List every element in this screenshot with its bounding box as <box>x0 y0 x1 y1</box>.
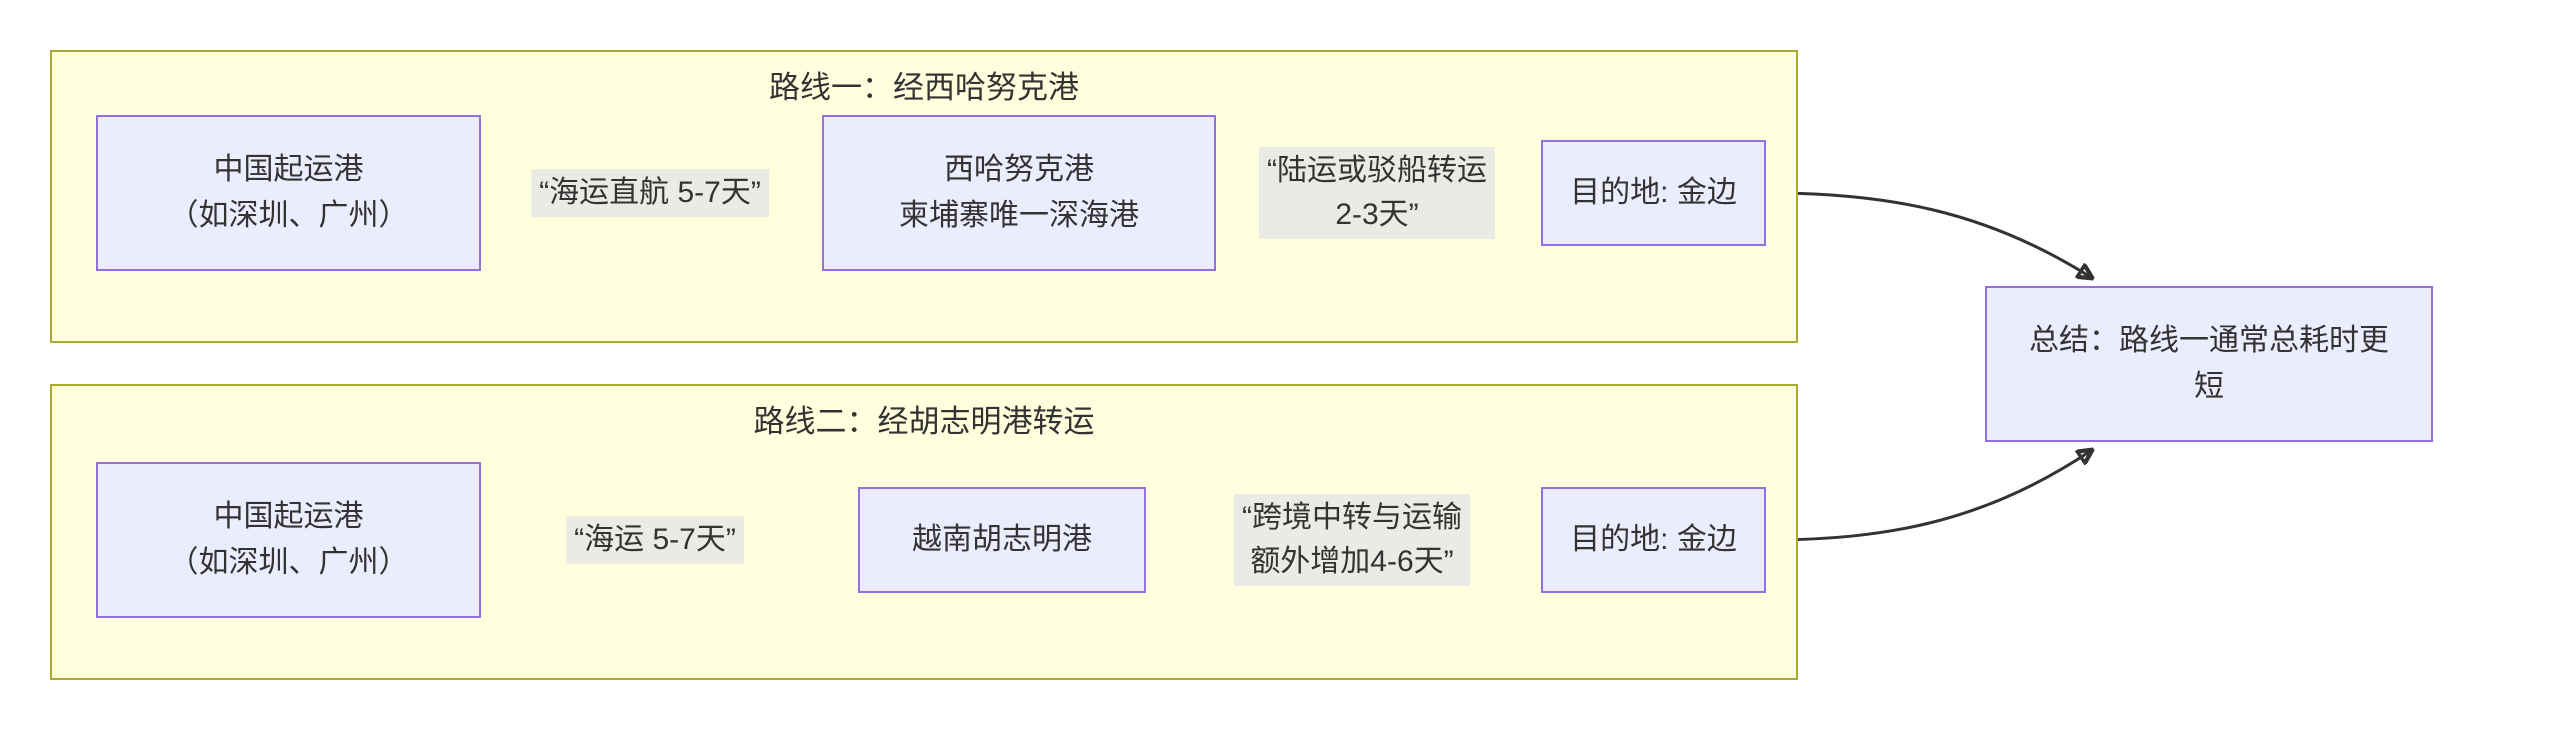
node-summary-line2: 短 <box>2194 370 2224 403</box>
cluster-route-1-title: 路线一：经西哈努克港 <box>769 70 1079 105</box>
node-r2-destination-phnom-penh: 目的地: 金边 <box>1541 487 1766 593</box>
node-r1-china-origin-port: 中国起运港 （如深圳、广州） <box>96 115 481 271</box>
edge-label-r2-sea-line1: “海运 5-7天” <box>574 523 736 556</box>
edge-label-r1-sea-direct: “海运直航 5-7天” <box>531 169 769 217</box>
edge-label-r2-sea: “海运 5-7天” <box>566 516 744 564</box>
node-summary-line1: 总结：路线一通常总耗时更 <box>2029 324 2389 357</box>
node-r2-china-origin-port-line1: 中国起运港 <box>213 500 364 533</box>
edge-label-r1-sea-direct-line1: “海运直航 5-7天” <box>539 176 761 209</box>
node-r1-destination-phnom-penh: 目的地: 金边 <box>1541 140 1766 246</box>
node-r1-sihanoukville-port-line1: 西哈努克港 <box>944 153 1094 186</box>
edge-label-r1-land-barge-transfer-line1: “陆运或驳船转运 <box>1267 154 1487 187</box>
edge-label-r2-cross-border-transfer-line2: 额外增加4-6天” <box>1250 545 1454 578</box>
edge-label-r1-land-barge-transfer: “陆运或驳船转运 2-3天” <box>1259 147 1495 239</box>
edge-label-r2-cross-border-transfer-line1: “跨境中转与运输 <box>1242 501 1462 534</box>
node-r2-destination-label: 目的地: 金边 <box>1570 523 1737 556</box>
node-r2-ho-chi-minh-port-label: 越南胡志明港 <box>912 523 1092 556</box>
node-r1-china-origin-port-line1: 中国起运港 <box>213 153 364 186</box>
edge-r1-dest-to-summary <box>1765 191 2092 278</box>
node-r1-sihanoukville-port: 西哈努克港 柬埔寨唯一深海港 <box>822 115 1216 271</box>
edge-r2-dest-to-summary <box>1765 450 2092 542</box>
node-r1-sihanoukville-port-line2: 柬埔寨唯一深海港 <box>899 199 1139 232</box>
node-r1-china-origin-port-line2: （如深圳、广州） <box>168 199 409 232</box>
node-r2-china-origin-port: 中国起运港 （如深圳、广州） <box>96 462 481 618</box>
node-summary-conclusion: 总结：路线一通常总耗时更 短 <box>1985 286 2433 442</box>
node-r2-ho-chi-minh-port: 越南胡志明港 <box>858 487 1146 593</box>
edge-label-r2-cross-border-transfer: “跨境中转与运输 额外增加4-6天” <box>1234 494 1470 586</box>
cluster-route-2-title: 路线二：经胡志明港转运 <box>753 404 1095 439</box>
node-r1-destination-label: 目的地: 金边 <box>1570 176 1737 209</box>
node-r2-china-origin-port-line2: （如深圳、广州） <box>168 546 409 579</box>
edge-label-r1-land-barge-transfer-line2: 2-3天” <box>1335 198 1419 231</box>
